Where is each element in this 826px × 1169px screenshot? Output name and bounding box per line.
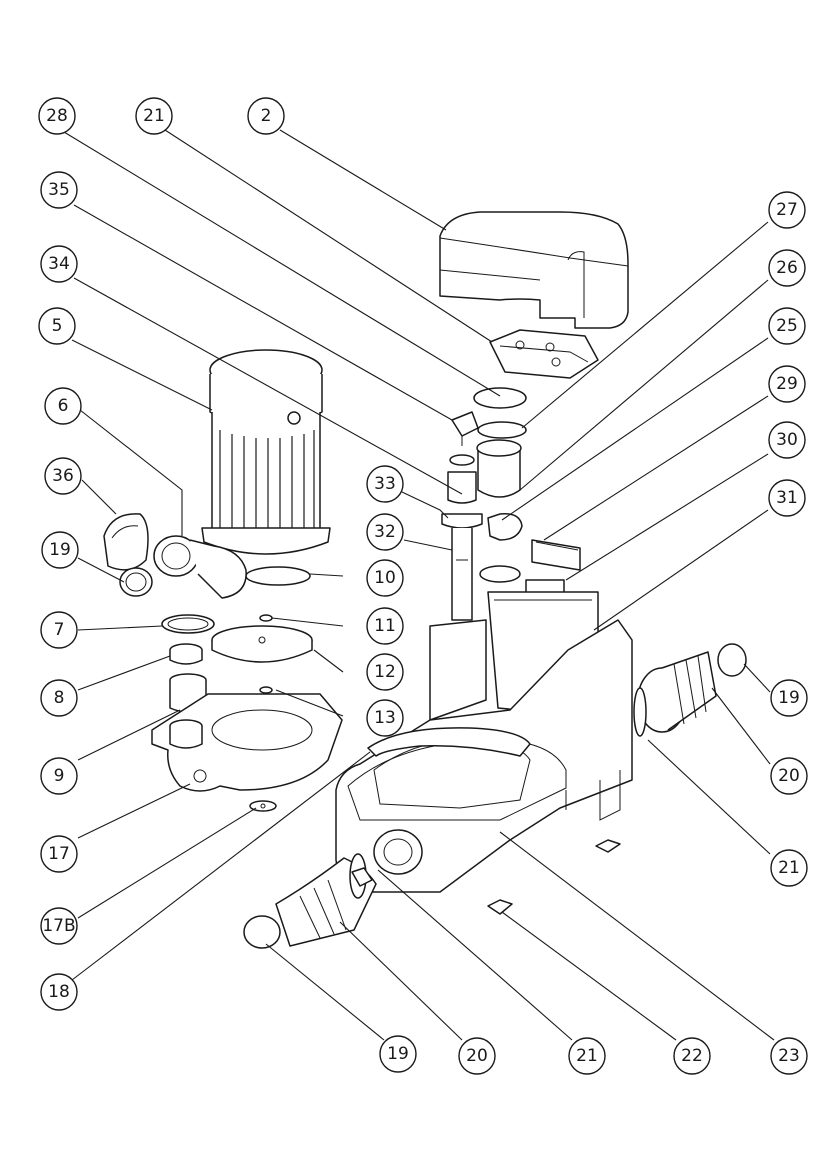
callout-7: 7 bbox=[40, 611, 78, 649]
part-foot bbox=[487, 839, 621, 915]
callout-28: 28 bbox=[38, 97, 76, 135]
svg-text:25: 25 bbox=[776, 316, 798, 336]
callout-17B: 17B bbox=[40, 907, 78, 945]
svg-text:23: 23 bbox=[778, 1046, 800, 1066]
svg-text:5: 5 bbox=[52, 316, 63, 336]
svg-text:6: 6 bbox=[58, 396, 69, 416]
svg-text:17: 17 bbox=[48, 844, 70, 864]
svg-text:34: 34 bbox=[48, 254, 70, 274]
part-flap-valve bbox=[103, 513, 149, 571]
svg-text:18: 18 bbox=[48, 982, 70, 1002]
part-o-ring bbox=[245, 566, 311, 586]
callout-30: 30 bbox=[768, 421, 806, 459]
part-bottom-bellows bbox=[243, 829, 423, 949]
part-cap-ring bbox=[476, 421, 527, 498]
callout-20-right: 20 bbox=[770, 757, 808, 795]
callout-20-bottom: 20 bbox=[458, 1037, 496, 1075]
svg-text:8: 8 bbox=[54, 688, 65, 708]
callout-31: 31 bbox=[768, 479, 806, 517]
part-cover bbox=[439, 211, 629, 329]
part-small-elbow bbox=[487, 513, 523, 541]
part-drain-seal bbox=[249, 800, 277, 812]
part-motor bbox=[201, 349, 331, 555]
part-elbow-connector bbox=[153, 535, 247, 599]
part-pump-housing bbox=[151, 693, 343, 792]
svg-text:27: 27 bbox=[776, 200, 798, 220]
callout-27: 27 bbox=[768, 191, 806, 229]
callout-21-right: 21 bbox=[770, 849, 808, 887]
callout-26: 26 bbox=[768, 249, 806, 287]
svg-text:20: 20 bbox=[466, 1046, 488, 1066]
leader-lines bbox=[63, 129, 775, 1041]
callout-2: 2 bbox=[247, 97, 285, 135]
svg-text:10: 10 bbox=[374, 568, 396, 588]
svg-text:36: 36 bbox=[52, 466, 74, 486]
part-pressure-tube bbox=[441, 454, 483, 621]
callout-19-right: 19 bbox=[770, 679, 808, 717]
part-screw bbox=[259, 686, 273, 694]
svg-text:22: 22 bbox=[681, 1046, 703, 1066]
callout-34: 34 bbox=[40, 245, 78, 283]
callout-33: 33 bbox=[366, 465, 404, 503]
part-washer bbox=[259, 614, 273, 622]
part-right-bellows bbox=[633, 643, 747, 737]
svg-text:29: 29 bbox=[776, 374, 798, 394]
svg-text:28: 28 bbox=[46, 106, 68, 126]
callout-19-left: 19 bbox=[41, 531, 79, 569]
part-tank-gasket bbox=[367, 727, 531, 757]
callout-17: 17 bbox=[40, 835, 78, 873]
part-bushing bbox=[169, 643, 203, 665]
part-hose-clamp bbox=[119, 567, 153, 597]
svg-text:21: 21 bbox=[143, 106, 165, 126]
svg-text:19: 19 bbox=[778, 688, 800, 708]
part-impeller bbox=[211, 625, 313, 663]
callout-5: 5 bbox=[38, 307, 76, 345]
svg-text:12: 12 bbox=[374, 662, 396, 682]
callout-6: 6 bbox=[44, 387, 82, 425]
part-membrane-disc bbox=[473, 387, 527, 409]
svg-text:19: 19 bbox=[49, 540, 71, 560]
callout-21-top: 21 bbox=[135, 97, 173, 135]
svg-text:21: 21 bbox=[778, 858, 800, 878]
callout-10: 10 bbox=[366, 559, 404, 597]
svg-text:11: 11 bbox=[374, 616, 396, 636]
callout-9: 9 bbox=[40, 757, 78, 795]
part-controller-lid bbox=[489, 329, 599, 379]
svg-text:32: 32 bbox=[374, 522, 396, 542]
callout-32: 32 bbox=[366, 513, 404, 551]
callout-35: 35 bbox=[40, 171, 78, 209]
callout-22: 22 bbox=[673, 1037, 711, 1075]
callout-13: 13 bbox=[366, 699, 404, 737]
svg-text:9: 9 bbox=[54, 766, 65, 786]
part-clamp-ring bbox=[161, 614, 215, 634]
callout-29: 29 bbox=[768, 365, 806, 403]
svg-text:30: 30 bbox=[776, 430, 798, 450]
svg-text:31: 31 bbox=[776, 488, 798, 508]
callout-36: 36 bbox=[44, 457, 82, 495]
callout-18: 18 bbox=[40, 973, 78, 1011]
callout-25: 25 bbox=[768, 307, 806, 345]
callout-21-bottom: 21 bbox=[568, 1037, 606, 1075]
part-tank-body bbox=[335, 619, 633, 893]
svg-text:33: 33 bbox=[374, 474, 396, 494]
svg-text:20: 20 bbox=[778, 766, 800, 786]
part-switch-clip bbox=[451, 411, 479, 446]
svg-text:26: 26 bbox=[776, 258, 798, 278]
svg-text:2: 2 bbox=[261, 106, 272, 126]
callout-19-bottom: 19 bbox=[379, 1035, 417, 1073]
callout-23: 23 bbox=[770, 1037, 808, 1075]
svg-text:21: 21 bbox=[576, 1046, 598, 1066]
svg-text:19: 19 bbox=[387, 1044, 409, 1064]
svg-text:17B: 17B bbox=[42, 916, 75, 936]
callout-8: 8 bbox=[40, 679, 78, 717]
svg-text:7: 7 bbox=[54, 620, 65, 640]
svg-text:13: 13 bbox=[374, 708, 396, 728]
callout-12: 12 bbox=[366, 653, 404, 691]
svg-text:35: 35 bbox=[48, 180, 70, 200]
part-circuit-board bbox=[531, 539, 581, 571]
callout-11: 11 bbox=[366, 607, 404, 645]
